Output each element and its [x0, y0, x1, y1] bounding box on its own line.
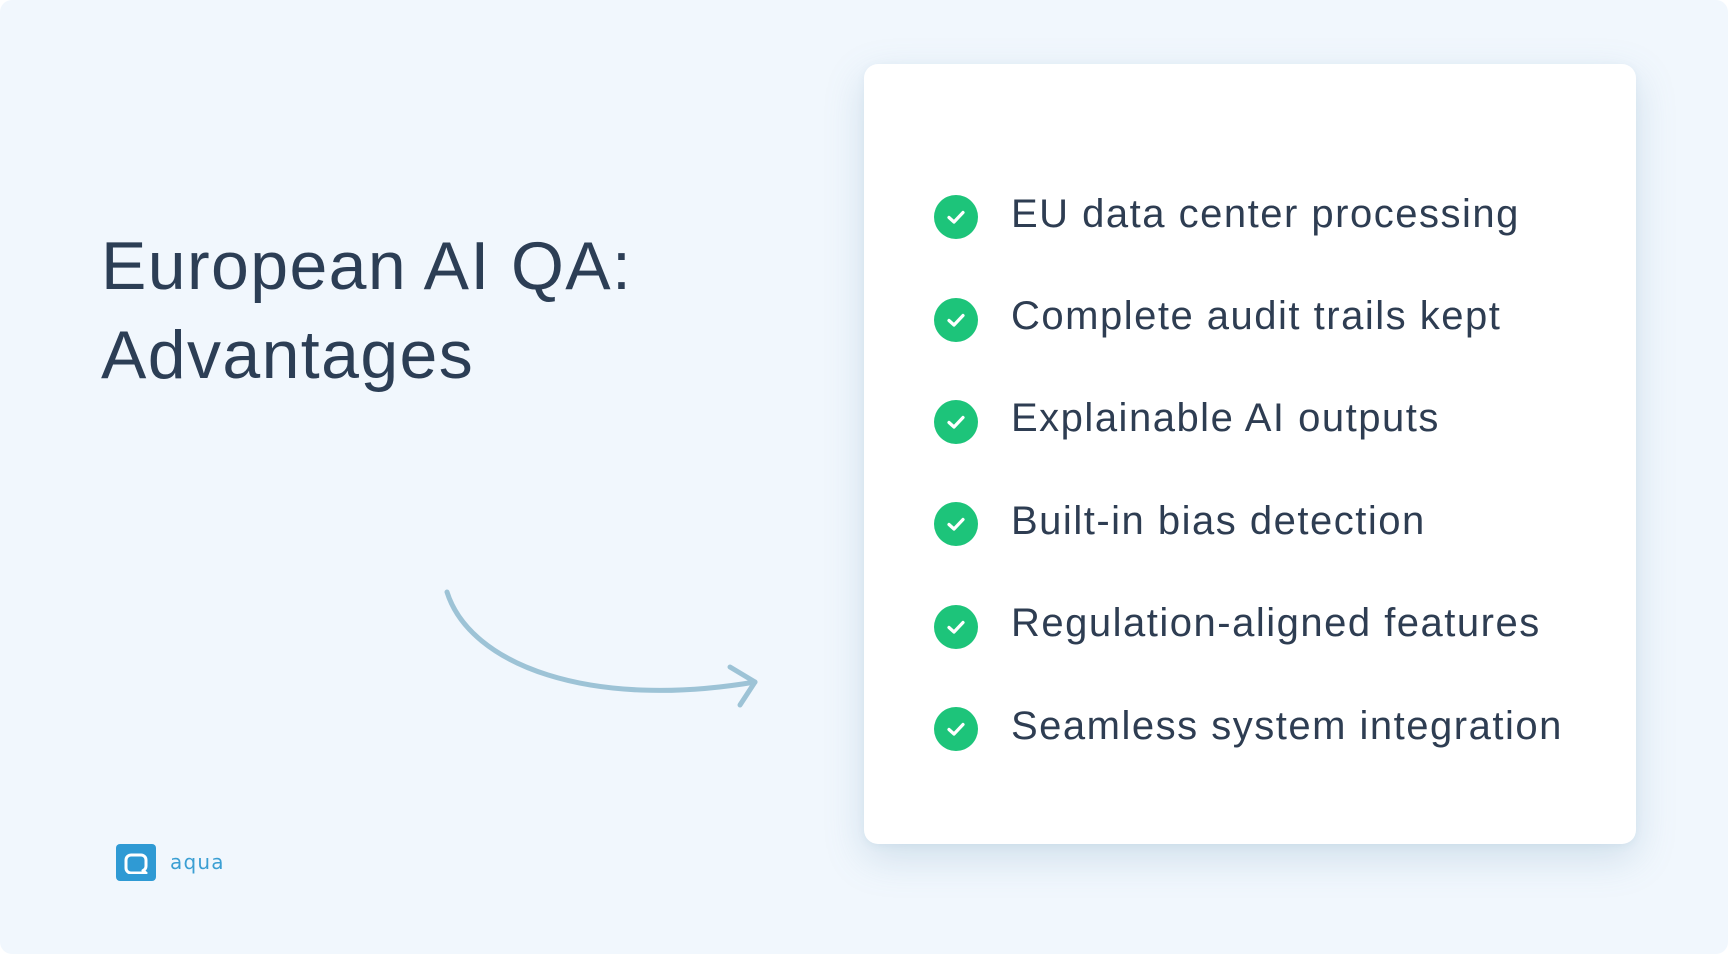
list-item: EU data center processing	[934, 163, 1563, 265]
advantages-list: EU data center processing Complete audit…	[934, 163, 1563, 777]
item-label: Explainable AI outputs	[1011, 396, 1440, 441]
list-item: Complete audit trails kept	[934, 265, 1563, 367]
advantages-card: EU data center processing Complete audit…	[864, 64, 1636, 844]
check-circle-icon	[934, 195, 978, 240]
brand-logo: aqua	[116, 844, 225, 881]
list-item: Seamless system integration	[934, 675, 1563, 777]
list-item: Regulation-aligned features	[934, 573, 1563, 675]
check-circle-icon	[934, 297, 978, 342]
list-item: Explainable AI outputs	[934, 368, 1563, 470]
check-circle-icon	[934, 399, 978, 444]
check-circle-icon	[934, 604, 978, 649]
logo-wordmark: aqua	[170, 849, 225, 874]
list-item: Built-in bias detection	[934, 470, 1563, 572]
check-circle-icon	[934, 502, 978, 547]
page-title: European AI QA: Advantages	[101, 222, 632, 400]
item-label: Seamless system integration	[1011, 703, 1563, 748]
item-label: Complete audit trails kept	[1011, 294, 1502, 339]
title-line-1: European AI QA:	[101, 228, 633, 304]
item-label: Built-in bias detection	[1011, 498, 1426, 543]
title-line-2: Advantages	[101, 317, 475, 393]
item-label: EU data center processing	[1011, 191, 1520, 236]
check-circle-icon	[934, 707, 978, 752]
curved-arrow-icon	[444, 589, 758, 708]
aqua-logo-icon	[116, 844, 156, 881]
item-label: Regulation-aligned features	[1011, 601, 1541, 646]
